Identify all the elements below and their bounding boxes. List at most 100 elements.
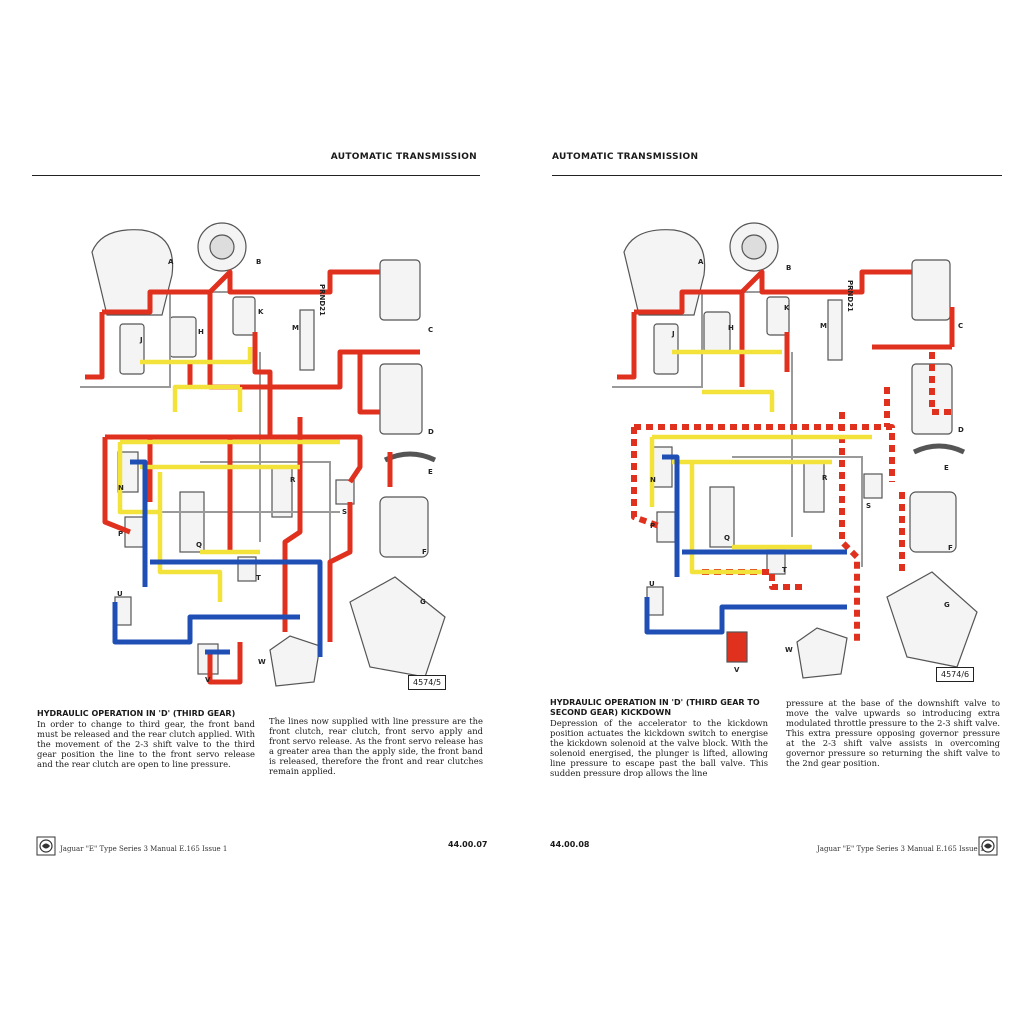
component-s-valve bbox=[335, 479, 355, 505]
component-v-valve bbox=[726, 631, 748, 663]
label-d: D bbox=[958, 426, 964, 434]
header-rule bbox=[32, 175, 480, 177]
hydraulic-circuit-diagram: PRND21 A B C D E F G H J K M N P Q R S T… bbox=[80, 222, 446, 687]
component-g-torque-converter bbox=[349, 576, 446, 678]
section-title: HYDRAULIC OPERATION IN 'D' (THIRD GEAR) bbox=[37, 709, 236, 718]
label-r: R bbox=[822, 474, 828, 482]
label-f: F bbox=[948, 544, 953, 552]
diagram-labels: A B C D E F G H J K M N P Q R S T U V W bbox=[117, 258, 434, 684]
label-h: H bbox=[728, 324, 734, 332]
label-g: G bbox=[944, 601, 950, 609]
component-w-valve bbox=[796, 627, 848, 679]
label-c: C bbox=[428, 326, 433, 334]
body-column-2: The lines now supplied with line pressur… bbox=[269, 716, 483, 776]
selector-positions: PRND21 bbox=[318, 284, 326, 316]
header-rule bbox=[552, 175, 1002, 177]
label-v: V bbox=[734, 666, 740, 674]
figure-number: 4574/5 bbox=[408, 675, 447, 690]
component-d-rear-clutch bbox=[911, 363, 953, 435]
component-k-solenoid bbox=[232, 296, 256, 336]
label-k: K bbox=[784, 304, 790, 312]
governor-pressure-circuit bbox=[644, 454, 847, 635]
label-j: J bbox=[139, 336, 143, 344]
line-pressure-circuit bbox=[85, 269, 420, 685]
label-n: N bbox=[118, 484, 124, 492]
label-e: E bbox=[944, 464, 949, 472]
manufacturer-logo-icon bbox=[978, 836, 998, 856]
label-w: W bbox=[785, 646, 793, 654]
figure-number: 4574/6 bbox=[936, 667, 975, 682]
label-m: M bbox=[820, 322, 827, 330]
component-r-valve bbox=[803, 461, 825, 513]
component-q-valve bbox=[709, 486, 735, 548]
label-d: D bbox=[428, 428, 434, 436]
component-f-rear-servo bbox=[379, 496, 429, 558]
label-w: W bbox=[258, 658, 266, 666]
body-column-1: Depression of the accelerator to the kic… bbox=[550, 718, 768, 778]
label-u: U bbox=[117, 590, 123, 598]
component-q-valve bbox=[179, 491, 205, 553]
running-head: AUTOMATIC TRANSMISSION bbox=[552, 152, 699, 162]
manual-page-right: AUTOMATIC TRANSMISSION bbox=[512, 0, 1024, 1024]
body-column-1: In order to change to third gear, the fr… bbox=[37, 719, 255, 769]
component-a-governor bbox=[623, 229, 706, 316]
component-c-front-clutch bbox=[911, 259, 951, 321]
component-w-valve bbox=[269, 635, 321, 687]
component-c-front-clutch bbox=[379, 259, 421, 321]
label-q: Q bbox=[196, 541, 202, 549]
label-a: A bbox=[698, 258, 704, 266]
label-b: B bbox=[786, 264, 791, 272]
label-t: T bbox=[256, 574, 261, 582]
selector-positions: PRND21 bbox=[846, 280, 854, 312]
label-g: G bbox=[420, 598, 426, 606]
label-k: K bbox=[258, 308, 264, 316]
component-m-manual-valve bbox=[827, 299, 843, 361]
component-j-valve bbox=[119, 323, 145, 375]
body-column-2: pressure at the base of the downshift va… bbox=[786, 698, 1000, 768]
component-r-valve bbox=[271, 466, 293, 518]
label-p: P bbox=[650, 522, 655, 530]
component-k-solenoid bbox=[766, 296, 790, 336]
label-m: M bbox=[292, 324, 299, 332]
page-number: 44.00.08 bbox=[550, 840, 590, 849]
footer-text: Jaguar "E" Type Series 3 Manual E.165 Is… bbox=[60, 845, 228, 853]
page-number: 44.00.07 bbox=[448, 840, 488, 849]
footer-text: Jaguar "E" Type Series 3 Manual E.165 Is… bbox=[817, 845, 985, 853]
label-r: R bbox=[290, 476, 296, 484]
component-m-manual-valve bbox=[299, 309, 315, 371]
label-u: U bbox=[649, 580, 655, 588]
component-h-valve bbox=[169, 316, 197, 358]
governor-pressure-circuit bbox=[112, 459, 323, 657]
section-title: HYDRAULIC OPERATION IN 'D' (THIRD GEAR T… bbox=[550, 698, 760, 717]
label-n: N bbox=[650, 476, 656, 484]
component-h-valve bbox=[703, 311, 731, 353]
component-a-governor bbox=[91, 229, 174, 316]
line-pressure-circuit bbox=[617, 269, 955, 387]
component-j-valve bbox=[653, 323, 679, 375]
component-e-front-band bbox=[912, 443, 966, 455]
label-s: S bbox=[342, 508, 347, 516]
component-p-valve bbox=[656, 511, 676, 543]
component-d-rear-clutch bbox=[379, 363, 423, 435]
label-p: P bbox=[118, 530, 123, 538]
label-f: F bbox=[422, 548, 427, 556]
manufacturer-logo-icon bbox=[36, 836, 56, 856]
modulated-pressure-circuit bbox=[649, 349, 872, 575]
label-s: S bbox=[866, 502, 871, 510]
manual-page-left: AUTOMATIC TRANSMISSION bbox=[32, 152, 488, 856]
label-e: E bbox=[428, 468, 433, 476]
label-h: H bbox=[198, 328, 204, 336]
exhausting-pressure-circuit bbox=[631, 352, 952, 642]
label-a: A bbox=[168, 258, 174, 266]
running-head: AUTOMATIC TRANSMISSION bbox=[330, 152, 477, 162]
component-g-torque-converter bbox=[886, 571, 978, 668]
component-s-valve bbox=[863, 473, 883, 499]
label-t: T bbox=[782, 566, 787, 574]
label-q: Q bbox=[724, 534, 730, 542]
label-b: B bbox=[256, 258, 261, 266]
diagram-labels: A B C D E F G H J K M N P Q R S T U V W bbox=[649, 258, 964, 674]
hydraulic-circuit-diagram: PRND21 A B C D E F G H J K M N P Q R S T… bbox=[612, 222, 978, 679]
label-j: J bbox=[671, 330, 675, 338]
label-c: C bbox=[958, 322, 963, 330]
label-v: V bbox=[205, 676, 211, 684]
